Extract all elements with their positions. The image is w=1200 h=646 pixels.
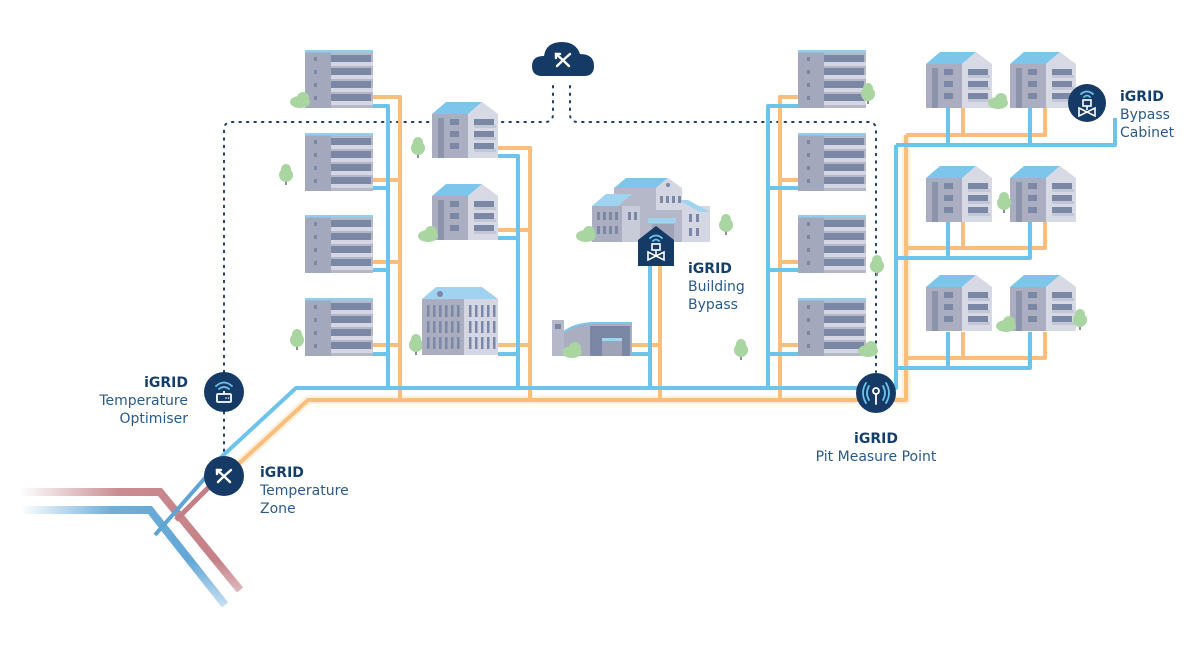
device-brand: iGRID xyxy=(260,465,304,481)
antenna-signal-icon xyxy=(862,382,890,405)
device-brand: iGRID xyxy=(688,261,732,277)
building-bypass-label: iGRID Building Bypass xyxy=(688,260,788,314)
tree xyxy=(719,214,733,235)
igrid-logo-icon xyxy=(554,52,572,68)
house xyxy=(1010,275,1076,331)
apartment-tower xyxy=(305,298,373,356)
bush xyxy=(576,226,596,242)
tree xyxy=(734,339,748,360)
house xyxy=(1010,52,1076,108)
bypass-valve-icon xyxy=(1078,90,1096,118)
tree xyxy=(290,329,304,350)
cloud-platform[interactable] xyxy=(532,42,594,76)
device-name-line: Bypass xyxy=(688,297,738,313)
main-trunk-lines xyxy=(20,468,280,630)
bush xyxy=(996,316,1016,332)
pit-measure-point-label: iGRID Pit Measure Point xyxy=(796,430,956,466)
main-supply-line xyxy=(20,488,244,593)
office-building xyxy=(422,287,498,355)
tree xyxy=(279,164,293,185)
distribution-pipes xyxy=(214,95,1117,474)
apartment-tower xyxy=(305,215,373,273)
return-trunk xyxy=(214,145,898,464)
apartment-tower xyxy=(798,50,866,108)
temperature-zone-label: iGRID Temperature Zone xyxy=(260,464,390,518)
device-name-line: Building xyxy=(688,279,745,295)
apartment-tower xyxy=(798,215,866,273)
pit-measure-point-device[interactable] xyxy=(856,373,896,413)
link-cloud-right xyxy=(569,85,877,373)
bush xyxy=(418,226,438,242)
device-name-line: Bypass xyxy=(1120,107,1170,123)
bypass-cabinet-device[interactable] xyxy=(1068,84,1106,122)
tree xyxy=(997,192,1011,213)
igrid-logo-icon xyxy=(215,468,233,484)
tree xyxy=(870,255,884,276)
tree xyxy=(411,137,425,158)
device-name-line: Zone xyxy=(260,501,296,517)
house xyxy=(432,102,498,158)
house xyxy=(1010,166,1076,222)
device-name-line: Temperature xyxy=(260,483,349,499)
temperature-optimiser-device[interactable] xyxy=(204,372,244,412)
house xyxy=(926,52,992,108)
device-brand: iGRID xyxy=(854,431,898,447)
device-brand: iGRID xyxy=(1120,89,1164,105)
apartment-tower xyxy=(305,133,373,191)
supply-trunk xyxy=(230,135,908,472)
bypass-cabinet-label: iGRID Bypass Cabinet xyxy=(1120,88,1200,142)
apartment-tower xyxy=(798,298,866,356)
device-name-line: Cabinet xyxy=(1120,125,1175,141)
router-wifi-icon xyxy=(215,381,233,390)
temperature-optimiser-label: iGRID Temperature Optimiser xyxy=(60,374,188,428)
device-name-line: Temperature xyxy=(99,393,188,409)
house xyxy=(926,275,992,331)
device-name-line: Optimiser xyxy=(119,411,188,427)
temperature-zone-device[interactable] xyxy=(204,456,244,496)
bush xyxy=(290,92,310,108)
apartment-tower xyxy=(305,50,373,108)
house xyxy=(432,184,498,240)
tree xyxy=(409,334,423,355)
apartment-tower xyxy=(798,133,866,191)
bypass-valve-icon xyxy=(647,234,665,262)
device-brand: iGRID xyxy=(144,375,188,391)
house xyxy=(926,166,992,222)
supermarket-building xyxy=(552,320,632,358)
device-name-line: Pit Measure Point xyxy=(815,449,937,465)
building-bypass-device[interactable] xyxy=(638,226,674,266)
zone-return-branch xyxy=(153,468,214,537)
